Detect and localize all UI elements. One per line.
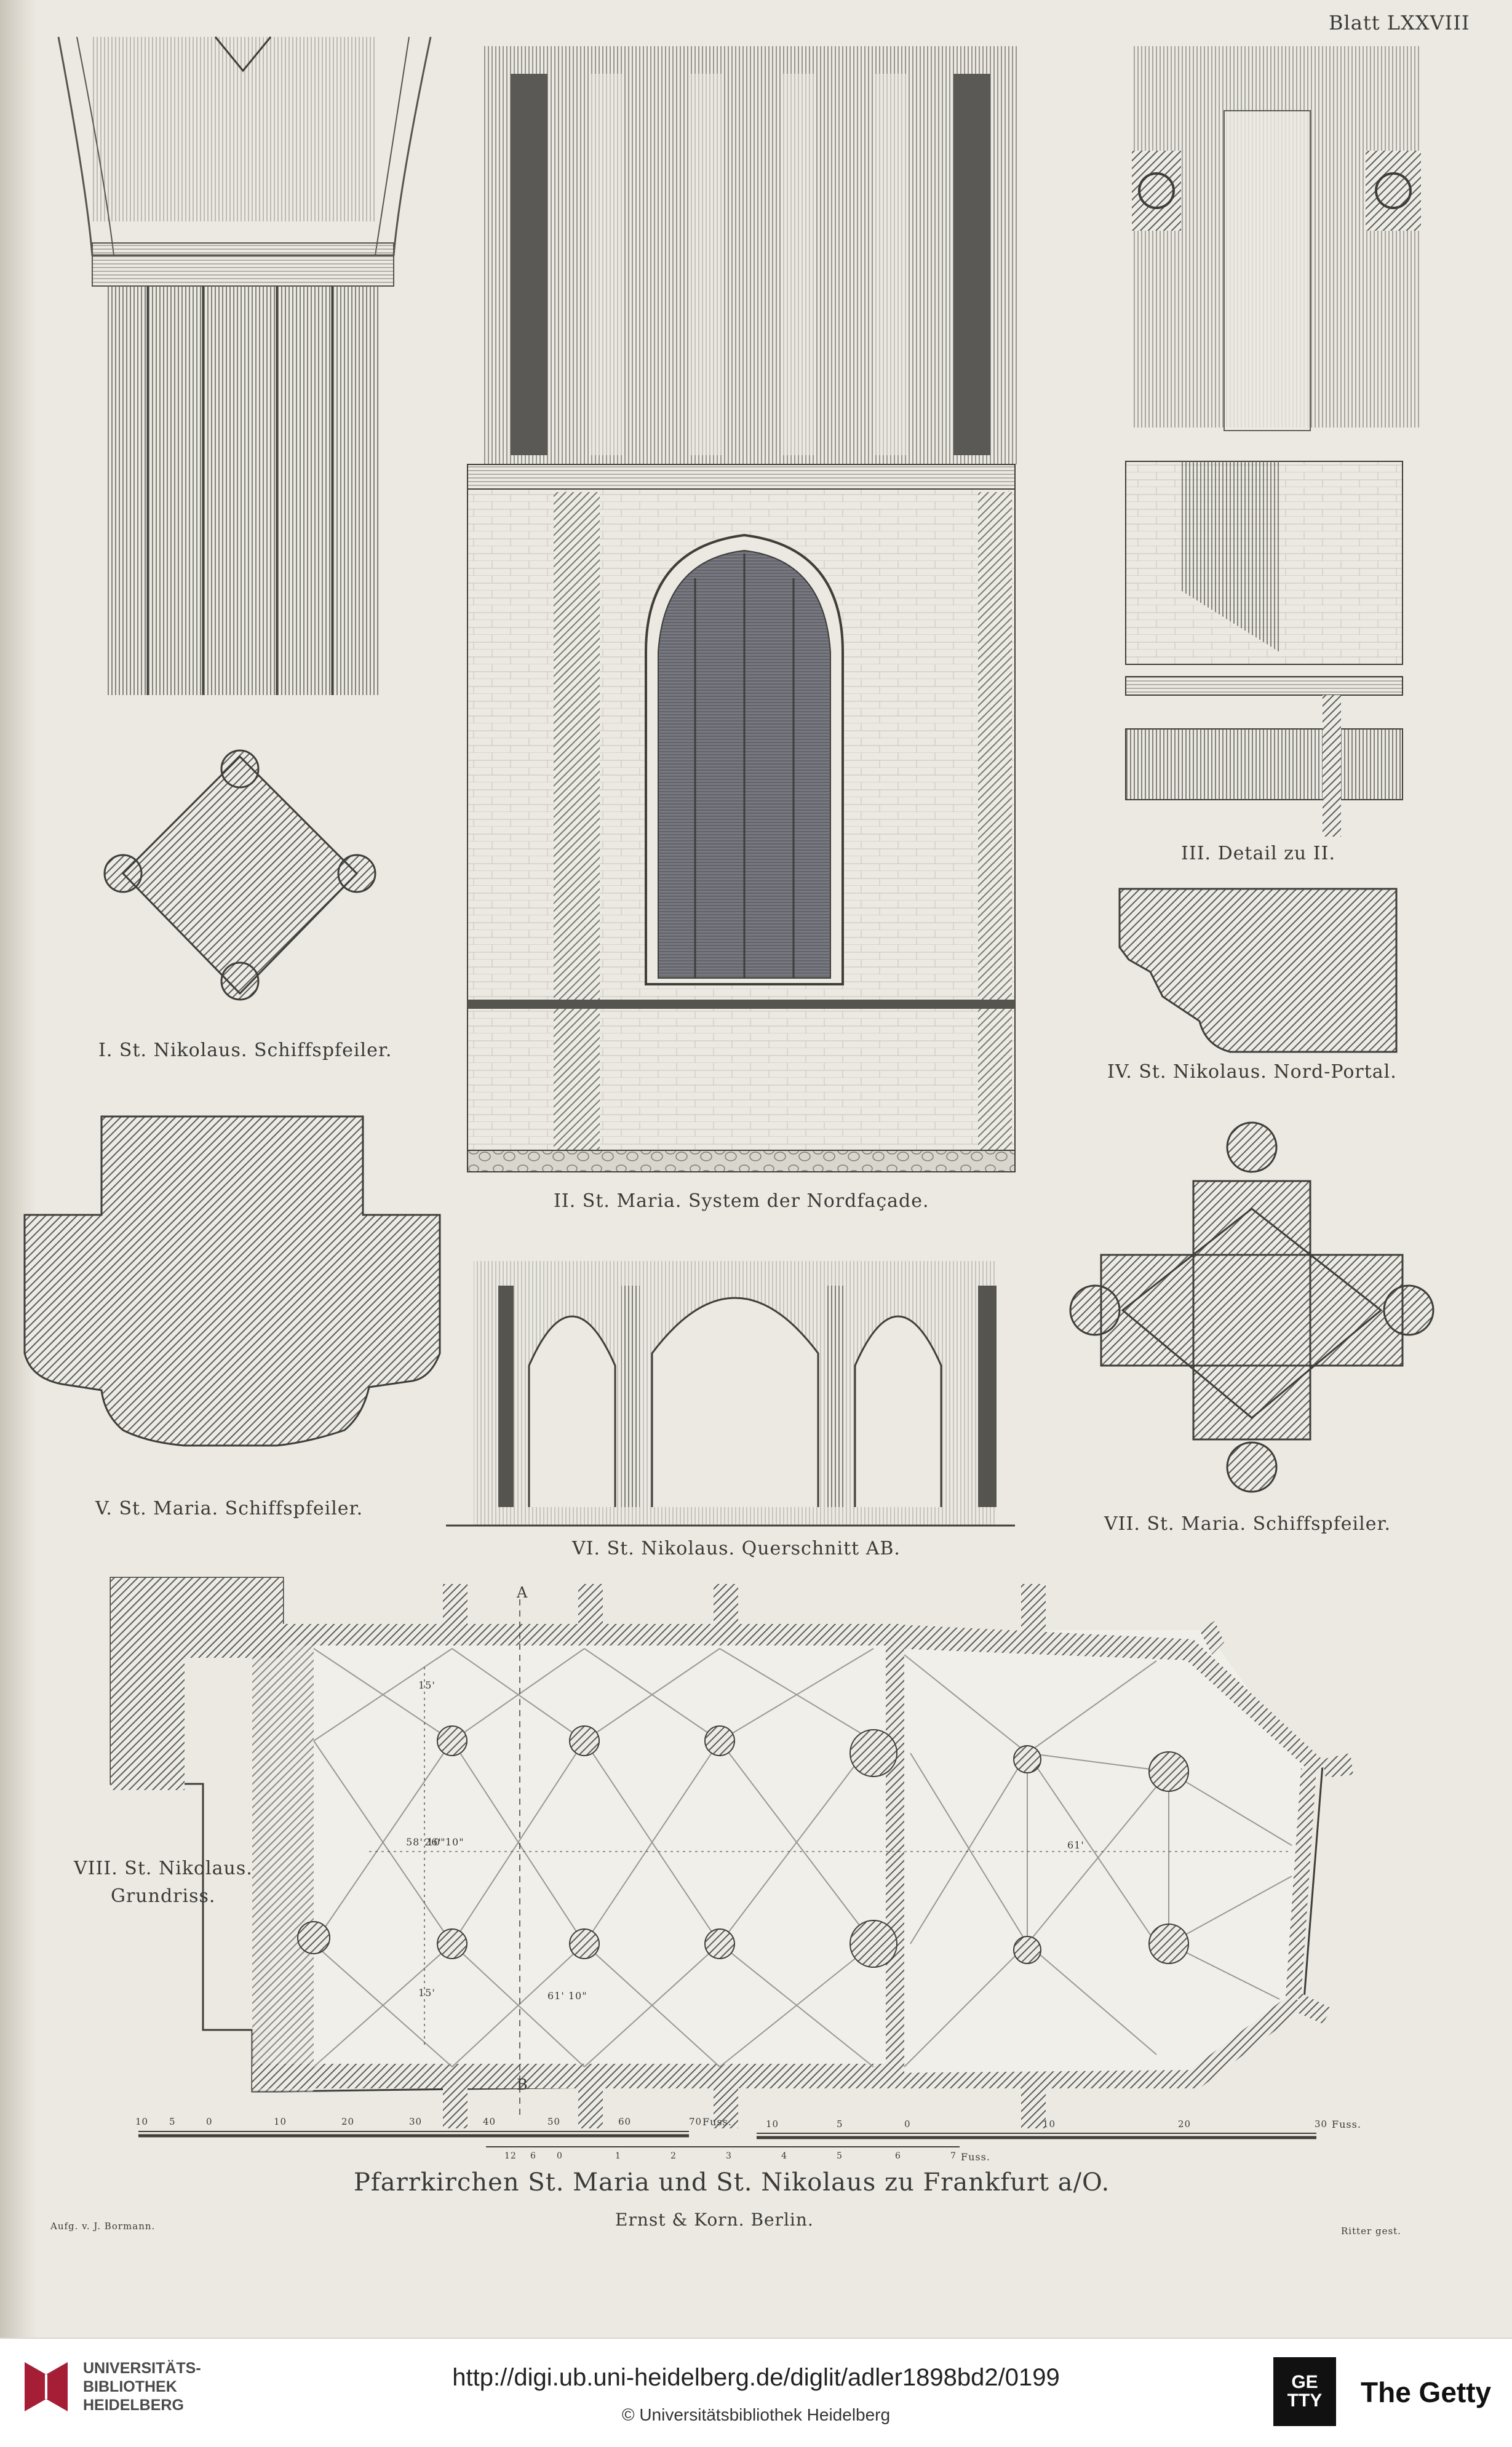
university-name: UNIVERSITÄTS- BIBLIOTHEK HEIDELBERG: [83, 2359, 201, 2414]
scale2-tick: 7: [950, 2151, 957, 2161]
scale-bars: [138, 2131, 1316, 2147]
plan-annotation-a: A: [517, 1584, 528, 1601]
plan-dim-26: 26' 10": [424, 1836, 464, 1848]
plan-dim-choir: 61': [1067, 1839, 1084, 1851]
caption-figure-8-line2: Grundriss.: [111, 1885, 216, 1907]
university-name-line2: BIBLIOTHEK: [83, 2378, 177, 2395]
figure-5-pier-plan: [23, 1115, 441, 1447]
plan-annotation-b: B: [517, 2076, 528, 2093]
caption-figure-3: III. Detail zu II.: [1181, 843, 1335, 864]
scale2-tick: 4: [781, 2151, 787, 2161]
figure-8-ground-plan: [109, 1577, 1353, 2128]
scale3-tick: 0: [904, 2119, 911, 2130]
university-name-line1: UNIVERSITÄTS-: [83, 2360, 201, 2377]
figure-3-detail: [1125, 46, 1421, 837]
scale1-tick: 5: [169, 2116, 176, 2127]
caption-figure-2: II. St. Maria. System der Nordfaçade.: [554, 1190, 929, 1212]
scale3-tick: 10: [1043, 2119, 1056, 2130]
getty-logo-icon: GETTY: [1273, 2357, 1336, 2426]
getty-logo-text: GETTY: [1287, 2372, 1323, 2411]
figure-4-portal-profile: [1118, 888, 1398, 1053]
caption-figure-4: IV. St. Nikolaus. Nord-Portal.: [1107, 1061, 1397, 1083]
copyright-notice: © Universitätsbibliothek Heidelberg: [621, 2405, 891, 2424]
scale1-unit: Fuss.: [702, 2116, 732, 2128]
caption-figure-6: VI. St. Nikolaus. Querschnitt AB.: [572, 1538, 901, 1559]
scale2-tick: 5: [837, 2151, 843, 2161]
scale3-tick: 30: [1315, 2119, 1328, 2130]
scale2-tick: 6: [895, 2151, 901, 2161]
scale1-tick: 20: [341, 2116, 355, 2127]
figure-6-cross-section: [446, 1261, 1015, 1527]
credit-left: Aufg. v. J. Bormann.: [50, 2221, 156, 2232]
scale1-tick: 50: [547, 2116, 561, 2127]
scale1-tick: 70: [689, 2116, 702, 2127]
scale2-tick: 12: [504, 2151, 517, 2161]
scale2-tick: 3: [726, 2151, 732, 2161]
caption-figure-8-line1: VIII. St. Nikolaus.: [74, 1858, 253, 1879]
figure-1-pier-plan: [103, 749, 376, 1001]
figure-2-facade: [467, 46, 1018, 1172]
plate-drawings: [23, 36, 1434, 2147]
plan-dim-15-bottom: 15': [418, 1987, 436, 1999]
scale2-tick: 0: [557, 2151, 563, 2161]
scale1-tick: 60: [618, 2116, 632, 2127]
plan-dim-15-top: 15': [418, 1679, 436, 1691]
scale2-tick: 2: [670, 2151, 677, 2161]
scale2-tick: 1: [615, 2151, 621, 2161]
sheet-number: Blatt LXXVIII: [1329, 11, 1470, 34]
plan-dim-58: 58' 10": [406, 1836, 446, 1848]
university-name-line3: HEIDELBERG: [83, 2397, 184, 2414]
scale1-tick: 40: [483, 2116, 496, 2127]
scale3-tick: 10: [766, 2119, 779, 2130]
caption-figure-1: I. St. Nikolaus. Schiffspfeiler.: [98, 1040, 392, 1061]
university-logo-icon: [25, 2362, 68, 2411]
caption-figure-5: V. St. Maria. Schiffspfeiler.: [95, 1498, 364, 1519]
scale3-tick: 20: [1178, 2119, 1192, 2130]
caption-figure-7: VII. St. Maria. Schiffspfeiler.: [1104, 1513, 1391, 1535]
scale1-tick: 10: [135, 2116, 149, 2127]
credit-right: Ritter gest.: [1341, 2226, 1401, 2237]
scale2-tick: 6: [530, 2151, 536, 2161]
figure-1-elevation: [57, 36, 432, 695]
scale3-unit: Fuss.: [1332, 2119, 1361, 2130]
scale1-tick: 0: [206, 2116, 213, 2127]
figure-7-pier-plan: [1069, 1121, 1434, 1493]
scale2-unit: Fuss.: [961, 2151, 990, 2163]
scale1-tick: 30: [409, 2116, 423, 2127]
getty-name: The Getty: [1361, 2376, 1492, 2408]
plan-dim-61: 61' 10": [547, 1990, 587, 2002]
plate-title: Pfarrkirchen St. Maria und St. Nikolaus …: [354, 2168, 1110, 2197]
publisher: Ernst & Korn. Berlin.: [615, 2210, 814, 2230]
source-url-link[interactable]: http://digi.ub.uni-heidelberg.de/diglit/…: [452, 2364, 1060, 2391]
scale3-tick: 5: [837, 2119, 843, 2130]
page-edge-shadow: [0, 0, 37, 2338]
scale1-tick: 10: [274, 2116, 287, 2127]
viewer-footer: [0, 2338, 1512, 2447]
